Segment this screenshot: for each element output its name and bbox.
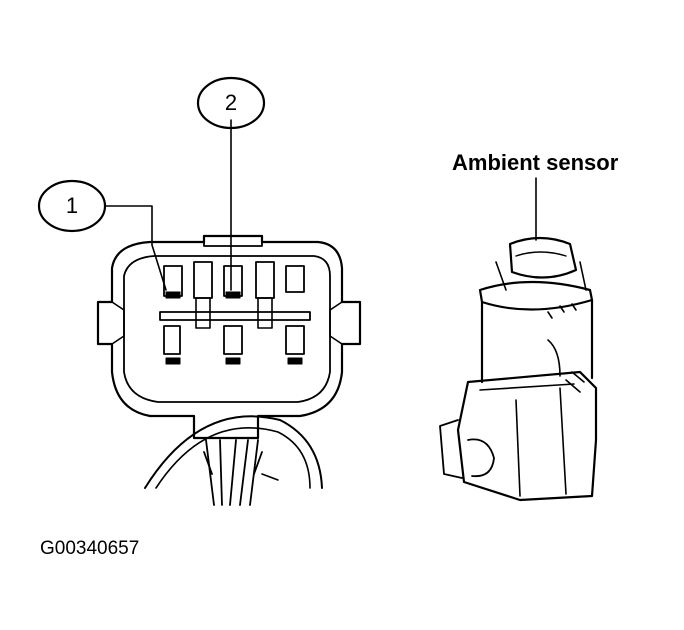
ambient-sensor xyxy=(439,177,598,502)
callout-leaders xyxy=(104,119,232,291)
ambient-sensor-label: Ambient sensor xyxy=(452,150,619,175)
connector-face xyxy=(96,234,362,506)
callout-1-label: 1 xyxy=(65,193,79,218)
figure-id: G00340657 xyxy=(40,538,140,559)
callout-bubble-2 xyxy=(196,76,266,130)
callout-2-label: 2 xyxy=(224,90,238,115)
callout-bubble-1 xyxy=(37,179,107,233)
